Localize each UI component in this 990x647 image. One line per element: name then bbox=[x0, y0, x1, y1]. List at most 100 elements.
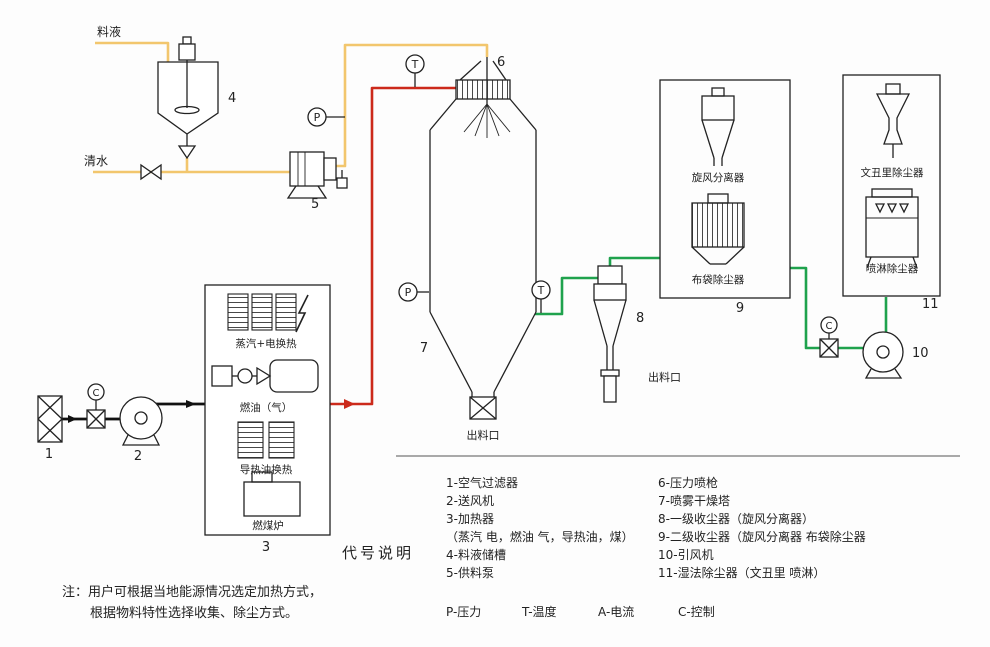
bag-filter-body bbox=[691, 202, 745, 248]
small-valve bbox=[336, 177, 348, 189]
equipment-number-6: 6 bbox=[497, 55, 505, 70]
equipment-number-3: 3 bbox=[262, 540, 270, 555]
water-valve-icon bbox=[140, 163, 153, 181]
equipment-number-8: 8 bbox=[636, 311, 644, 326]
clean-water-line: 清水 bbox=[84, 154, 162, 181]
heater-box: 蒸汽+电换热 燃油（气） 导热油换热 燃煤炉 3 bbox=[204, 284, 331, 555]
spray-nozzle-icon bbox=[886, 203, 898, 214]
thermal-oil-coil bbox=[237, 421, 264, 459]
air-filter: 1 bbox=[37, 395, 63, 462]
tank-body bbox=[157, 61, 219, 135]
spray-nozzle-icon bbox=[874, 203, 886, 214]
induced-draft-fan: 10 bbox=[862, 331, 929, 379]
pressure-indicator-icon bbox=[398, 282, 418, 302]
water-valve-icon bbox=[149, 163, 162, 181]
equipment-number-11: 11 bbox=[922, 297, 939, 312]
option-box-11 bbox=[842, 74, 941, 297]
legend: 代号说明 1-空气过滤器 2-送风机 3-加热器 （蒸汽 电，燃油 气，导热油，… bbox=[342, 455, 960, 619]
spray-pattern bbox=[463, 103, 511, 138]
legend-symbol: A-电流 bbox=[598, 605, 634, 619]
equipment-number-7: 7 bbox=[420, 341, 428, 356]
supply-fan: 2 bbox=[119, 396, 163, 464]
receiver-flange bbox=[600, 369, 620, 377]
duct-arrow bbox=[186, 400, 196, 408]
wet-scrubber-box: 文丑里除尘器 喷淋除尘器 11 bbox=[842, 74, 941, 312]
equipment-number-4: 4 bbox=[228, 91, 236, 106]
agitator-motor-cap bbox=[182, 36, 192, 45]
feed-liquid-piping bbox=[93, 41, 489, 174]
cyclone-body bbox=[593, 283, 627, 301]
heat-exchanger-coil bbox=[251, 293, 273, 331]
control-indicator-letter: C bbox=[826, 321, 833, 332]
coal-furnace-label: 燃煤炉 bbox=[252, 519, 284, 532]
feed-tank: 料液 4 bbox=[97, 24, 236, 160]
footnote-line-2: 根据物料特性选择收集、除尘方式。 bbox=[90, 605, 298, 621]
scrubber-body bbox=[865, 196, 919, 258]
fuel-oil-gas-label: 燃油（气） bbox=[240, 401, 293, 414]
scrubber-lid bbox=[871, 188, 913, 198]
equipment-number-2: 2 bbox=[134, 449, 142, 464]
fan-housing bbox=[862, 331, 904, 373]
equipment-number-9: 9 bbox=[736, 301, 744, 316]
footnote: 注：用户可根据当地能源情况选定加热方式， 根据物料特性选择收集、除尘方式。 bbox=[62, 584, 322, 621]
legend-symbol: C-控制 bbox=[678, 605, 715, 619]
legend-item: 9-二级收尘器（旋风分离器 布袋除尘器 bbox=[658, 529, 866, 544]
secondary-collector-box: 旋风分离器 布袋除尘器 9 bbox=[659, 79, 791, 316]
pump-motor bbox=[323, 157, 337, 181]
spray-drying-tower: 6 出料口 7 bbox=[420, 55, 537, 442]
temperature-indicator-letter: T bbox=[411, 58, 419, 71]
control-indicator-icon bbox=[820, 316, 838, 334]
venturi-scrubber-label: 文丑里除尘器 bbox=[861, 166, 924, 179]
spray-scrubber-label: 喷淋除尘器 bbox=[866, 262, 919, 275]
cyclone-discharge-label: 出料口 bbox=[648, 370, 681, 384]
fan-base bbox=[121, 434, 161, 446]
fan-base bbox=[864, 368, 903, 379]
thermal-oil-coil bbox=[268, 421, 295, 459]
bag-filter-label: 布袋除尘器 bbox=[692, 273, 745, 286]
fan-hub bbox=[876, 345, 890, 359]
coal-furnace-body bbox=[243, 481, 301, 517]
legend-item: 6-压力喷枪 bbox=[658, 475, 718, 490]
temperature-indicator-letter: T bbox=[537, 284, 545, 297]
feed-pump: 5 bbox=[286, 151, 348, 212]
legend-item: 5-供料泵 bbox=[446, 566, 494, 580]
legend-item: （蒸汽 电，燃油 气，导热油，煤） bbox=[446, 529, 634, 544]
agitator-impeller bbox=[174, 105, 200, 115]
pressure-indicator-icon bbox=[307, 107, 327, 127]
hot-air-piping bbox=[330, 86, 456, 409]
legend-symbol: P-压力 bbox=[446, 605, 481, 619]
lightning-icon bbox=[295, 294, 309, 333]
exhaust-piping bbox=[535, 256, 888, 350]
combustion-chamber bbox=[269, 359, 319, 393]
burner-nozzle bbox=[256, 366, 272, 386]
cyclone-option-body bbox=[701, 95, 735, 121]
bag-filter-inlet bbox=[707, 193, 729, 204]
pressure-indicator-letter: P bbox=[405, 286, 412, 299]
instruments: P T P T C C bbox=[87, 54, 838, 410]
agitator-motor bbox=[178, 43, 196, 61]
temperature-indicator-icon bbox=[531, 280, 551, 300]
steam-electric-label: 蒸汽+电换热 bbox=[235, 337, 297, 350]
cyclone-inlet bbox=[597, 265, 623, 285]
temperature-indicator-icon bbox=[405, 54, 425, 74]
intake-duct bbox=[62, 400, 205, 423]
legend-item: 4-料液储槽 bbox=[446, 547, 506, 562]
pump-body bbox=[289, 151, 325, 187]
venturi-inlet bbox=[885, 83, 901, 95]
legend-item: 10-引风机 bbox=[658, 548, 714, 562]
heat-exchanger-coil bbox=[275, 293, 297, 331]
equipment-number-1: 1 bbox=[45, 447, 53, 462]
control-indicator-icon bbox=[87, 383, 105, 401]
air-disperser bbox=[455, 79, 511, 100]
intake-arrow bbox=[68, 415, 77, 423]
legend-item: 2-送风机 bbox=[446, 493, 494, 508]
legend-item: 3-加热器 bbox=[446, 512, 494, 526]
clean-water-label: 清水 bbox=[84, 154, 108, 168]
pressure-indicator-letter: P bbox=[314, 111, 321, 124]
pump-base bbox=[286, 185, 328, 199]
tank-outlet-valve bbox=[177, 145, 197, 160]
intake-control-valve bbox=[86, 409, 106, 429]
equipment-number-5: 5 bbox=[311, 197, 319, 212]
fan-hub bbox=[134, 411, 148, 425]
